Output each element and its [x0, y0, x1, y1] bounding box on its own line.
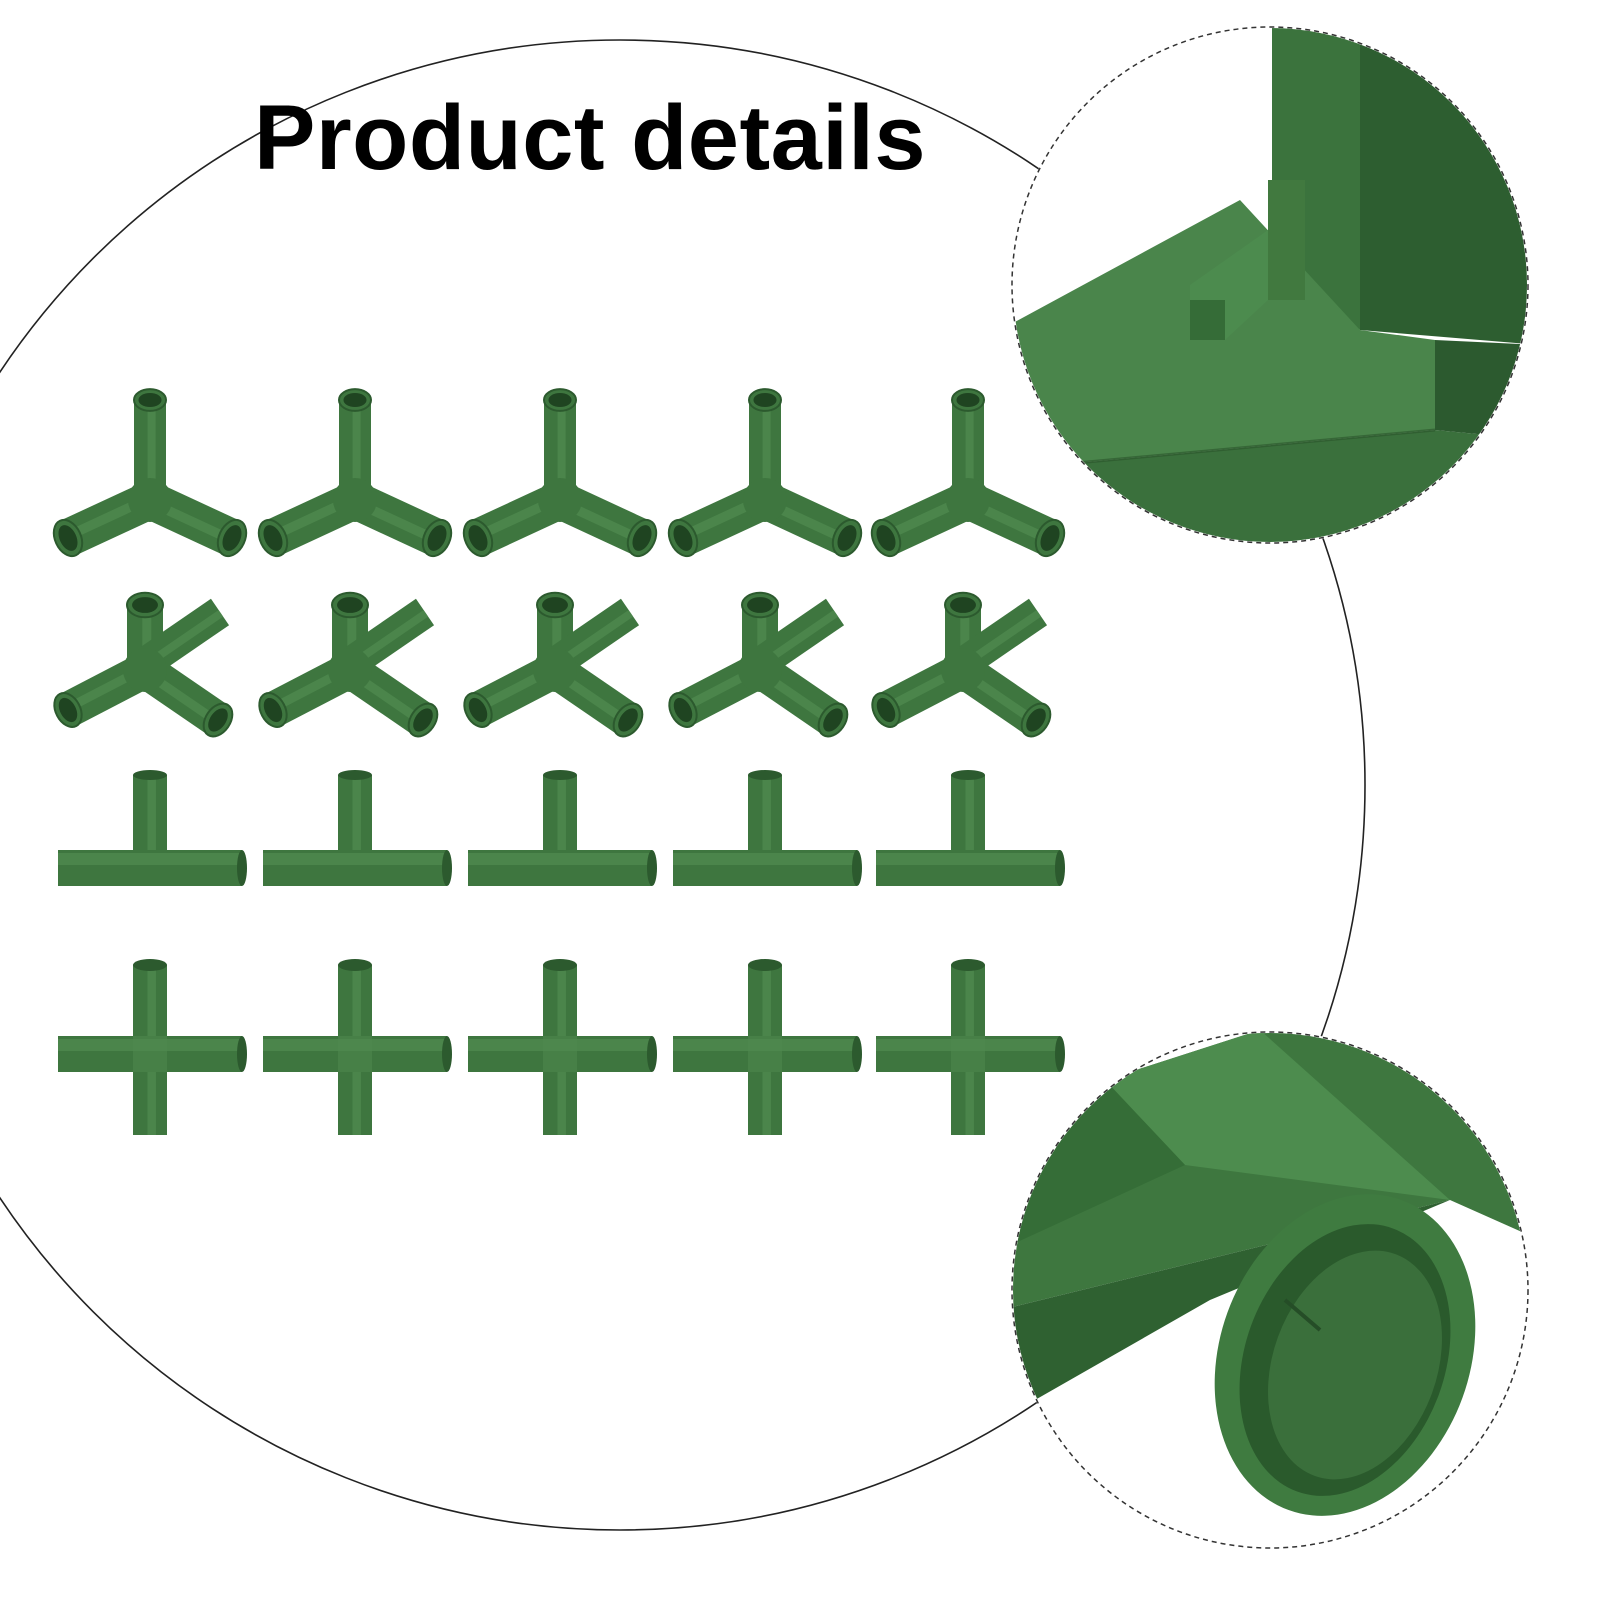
cross-connector — [673, 959, 862, 1135]
three-way-y-connector — [52, 388, 248, 558]
four-way-corner-connector — [258, 591, 439, 738]
four-way-corner-connector — [463, 591, 644, 738]
four-way-corner-connector — [53, 591, 234, 738]
three-way-y-connector — [870, 388, 1066, 558]
four-way-corner-connector — [871, 591, 1052, 738]
three-way-y-connector — [462, 388, 658, 558]
zoom-joint-detail — [1011, 26, 1529, 544]
cross-connector — [263, 959, 452, 1135]
tee-connector — [673, 770, 862, 886]
tee-connector — [876, 770, 1065, 886]
tee-connector — [468, 770, 657, 886]
connector-grid — [52, 388, 1066, 1135]
three-way-y-connector — [667, 388, 863, 558]
cross-connector — [468, 959, 657, 1135]
four-way-corner-connector — [668, 591, 849, 738]
three-way-y-connector — [257, 388, 453, 558]
tee-connector — [263, 770, 452, 886]
background-circle-outline — [0, 39, 1366, 1531]
cross-connector — [58, 959, 247, 1135]
cross-connector — [876, 959, 1065, 1135]
zoom-tube-opening-detail — [1011, 1031, 1529, 1549]
tee-connector — [58, 770, 247, 886]
page-title: Product details — [253, 87, 927, 189]
